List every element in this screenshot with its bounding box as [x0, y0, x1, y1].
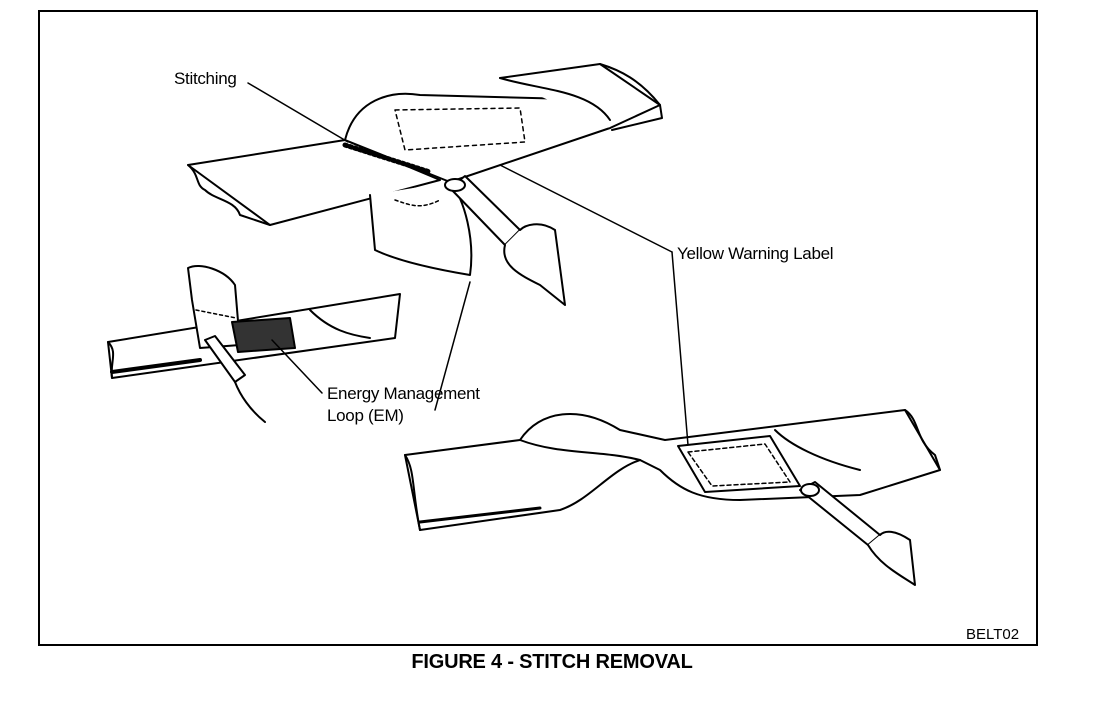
figure-caption: FIGURE 4 - STITCH REMOVAL [411, 651, 693, 673]
top-belt-illustration [187, 63, 663, 306]
bottom-belt-illustration [404, 409, 941, 586]
leader-lines [247, 82, 689, 446]
warning-label-callout: Yellow Warning Label [677, 244, 834, 263]
em-loop-label-line2: Loop (EM) [327, 406, 404, 425]
stitching-label: Stitching [174, 69, 237, 88]
left-belt-illustration [107, 265, 401, 423]
em-loop-label-line1: Energy Management [327, 384, 480, 403]
figure-code: BELT02 [966, 626, 1020, 643]
